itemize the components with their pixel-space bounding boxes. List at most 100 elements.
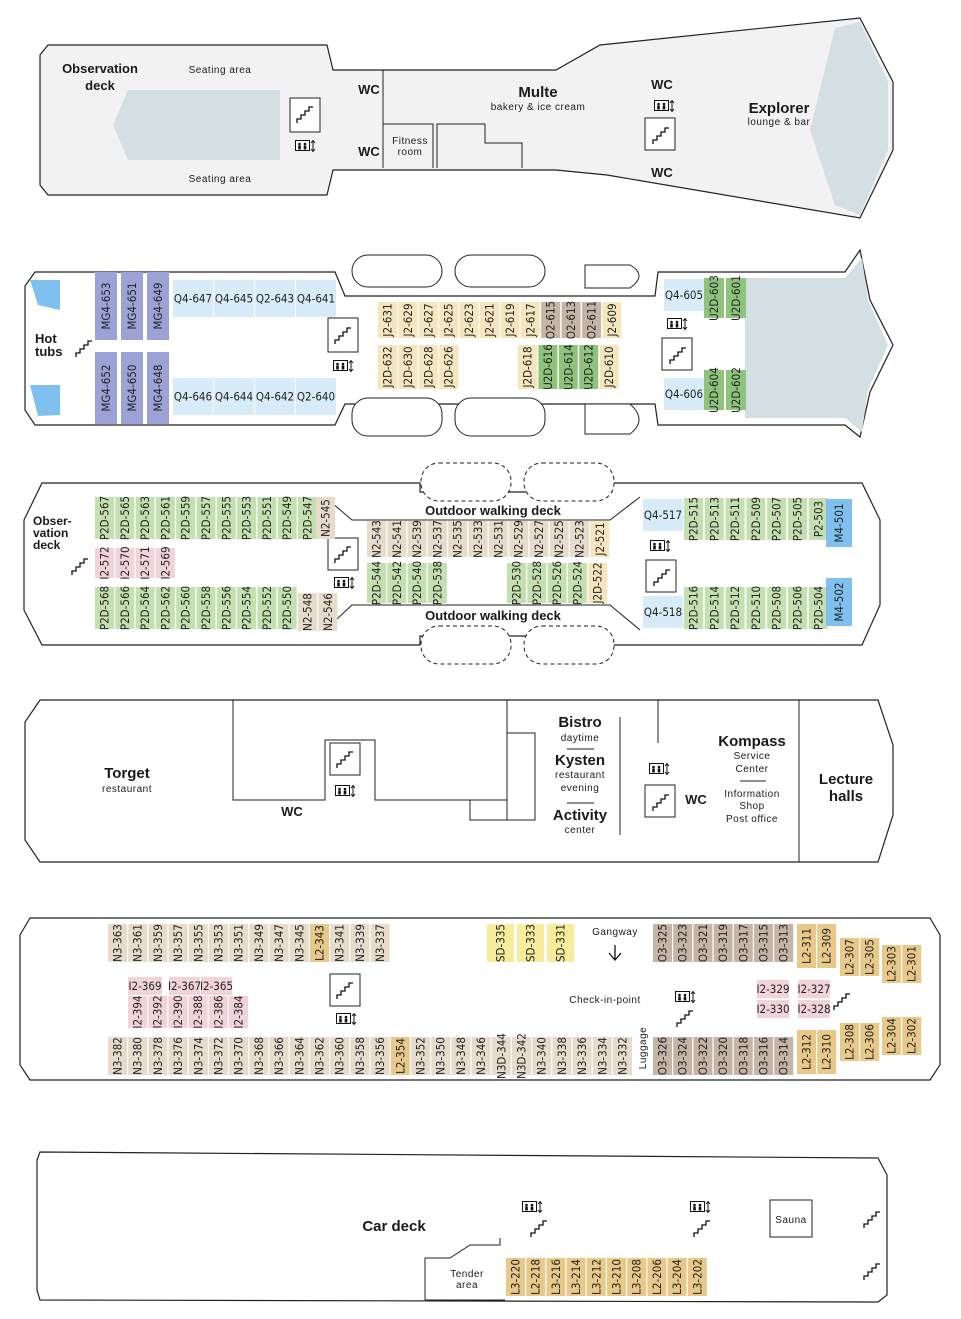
cabin[interactable]: J2D-522 [588,562,608,605]
cabin[interactable]: N3-364 [289,1037,309,1075]
cabin[interactable]: L2-303 [882,945,901,983]
cabin[interactable]: O3-326 [653,1037,672,1075]
cabin[interactable]: N3-351 [229,924,249,962]
cabin[interactable]: N2-548 [298,593,317,631]
cabin[interactable]: P2D-560 [176,586,196,630]
cabin[interactable]: Q4-645 [214,280,254,317]
cabin[interactable]: U2D-602 [726,367,746,413]
cabin[interactable]: N3-360 [330,1037,350,1075]
cabin[interactable]: L3-210 [607,1258,626,1296]
cabin[interactable]: O3-319 [713,924,733,962]
cabin[interactable]: P2D-567 [95,496,114,540]
cabin[interactable]: L2-310 [817,1030,837,1074]
cabin[interactable]: N3-338 [552,1037,572,1075]
cabin[interactable]: P2D-510 [746,586,766,630]
cabin[interactable]: P2D-556 [216,586,236,630]
cabin[interactable]: M4-501 [826,499,852,547]
cabin[interactable]: Q4-646 [173,378,213,415]
cabin[interactable]: P2D-544 [367,561,386,605]
cabin[interactable]: P2D-566 [115,586,135,630]
cabin[interactable]: J2-521 [590,521,610,557]
cabin[interactable]: N3-357 [168,924,188,962]
cabin[interactable]: N2-531 [488,520,508,558]
cabin[interactable]: J2D-610 [599,345,619,389]
cabin[interactable]: P2D-550 [277,586,297,630]
cabin[interactable]: N3-358 [350,1037,370,1075]
cabin[interactable]: P2D-559 [176,496,196,540]
cabin[interactable]: I2-388 [188,995,208,1029]
cabin[interactable]: P2D-568 [95,586,114,630]
cabin[interactable]: N2-545 [316,497,335,539]
cabin[interactable]: U2D-616 [538,344,558,390]
cabin[interactable]: L2-218 [526,1258,546,1296]
cabin[interactable]: L2-306 [860,1023,880,1061]
cabin[interactable]: J2D-618 [518,345,537,389]
cabin[interactable]: L2-309 [817,924,837,968]
cabin[interactable]: J2-631 [378,302,397,338]
cabin[interactable]: I2-327 [797,980,831,998]
cabin[interactable]: N2-541 [387,520,407,558]
cabin[interactable]: N3-336 [572,1037,592,1075]
cabin[interactable]: N2-537 [427,520,447,558]
cabin[interactable]: P2-503 [808,498,828,540]
cabin[interactable]: J2-623 [459,302,479,338]
cabin[interactable]: L2-343 [310,924,329,962]
cabin[interactable]: J2-629 [398,302,418,338]
cabin[interactable]: P2D-555 [216,496,236,540]
cabin[interactable]: I2-369 [128,977,162,995]
cabin[interactable]: N3-356 [370,1037,390,1075]
cabin[interactable]: MG4-649 [147,272,169,340]
cabin[interactable]: MG4-652 [95,352,117,424]
cabin[interactable]: U2D-604 [704,367,724,413]
cabin[interactable]: O3-322 [693,1037,713,1075]
cabin[interactable]: N3-347 [269,924,289,962]
cabin[interactable]: I2-330 [756,1000,790,1018]
cabin[interactable]: P2D-514 [704,586,724,630]
cabin[interactable]: N2-546 [318,593,338,631]
cabin[interactable]: P2D-515 [684,497,703,541]
cabin[interactable]: U2D-612 [579,344,599,390]
cabin[interactable]: N3-368 [249,1037,269,1075]
cabin[interactable]: L3-214 [566,1258,586,1296]
cabin[interactable]: MG4-651 [121,272,143,340]
cabin[interactable]: SD-335 [487,924,514,962]
cabin[interactable]: P2D-512 [725,586,745,630]
cabin[interactable]: N3-355 [188,924,208,962]
cabin[interactable]: P2D-505 [788,497,807,541]
cabin[interactable]: N3-370 [229,1037,249,1075]
cabin[interactable]: P2D-509 [746,497,766,541]
cabin[interactable]: N3-362 [310,1037,329,1075]
cabin[interactable]: SD-331 [547,924,574,962]
cabin[interactable]: N3-352 [411,1037,430,1075]
cabin[interactable]: I2-392 [148,995,168,1029]
cabin[interactable]: O3-320 [713,1037,733,1075]
cabin[interactable]: P2D-508 [767,586,787,630]
cabin[interactable]: N3-361 [128,924,148,962]
cabin[interactable]: Q2-640 [296,378,336,415]
cabin[interactable]: M4-502 [826,578,852,626]
cabin[interactable]: J2D-630 [398,345,418,389]
cabin[interactable]: O3-317 [733,924,753,962]
cabin[interactable]: N3-372 [209,1037,228,1075]
cabin[interactable]: L3-220 [506,1258,525,1296]
cabin[interactable]: O3-313 [774,924,794,962]
cabin[interactable]: O2-615 [541,301,561,339]
cabin[interactable]: J2D-626 [439,345,459,389]
cabin[interactable]: P2D-507 [767,497,787,541]
cabin[interactable]: SD-333 [517,924,544,962]
cabin[interactable]: N3-348 [451,1037,471,1075]
cabin[interactable]: P2D-558 [196,586,216,630]
cabin[interactable]: L2-307 [840,938,859,976]
cabin[interactable]: O3-316 [754,1037,773,1075]
cabin[interactable]: P2D-524 [567,561,587,605]
cabin[interactable]: P2D-538 [427,561,447,605]
cabin[interactable]: P2D-561 [155,496,175,540]
cabin[interactable]: P2D-553 [237,496,257,540]
cabin[interactable]: L3-216 [546,1258,566,1296]
cabin[interactable]: P2D-563 [135,496,155,540]
cabin[interactable]: I2-569 [155,546,175,580]
cabin[interactable]: P2D-526 [547,561,567,605]
cabin[interactable]: J2D-632 [378,345,397,389]
cabin[interactable]: N2-533 [468,520,488,558]
cabin[interactable]: N3-340 [532,1037,552,1075]
